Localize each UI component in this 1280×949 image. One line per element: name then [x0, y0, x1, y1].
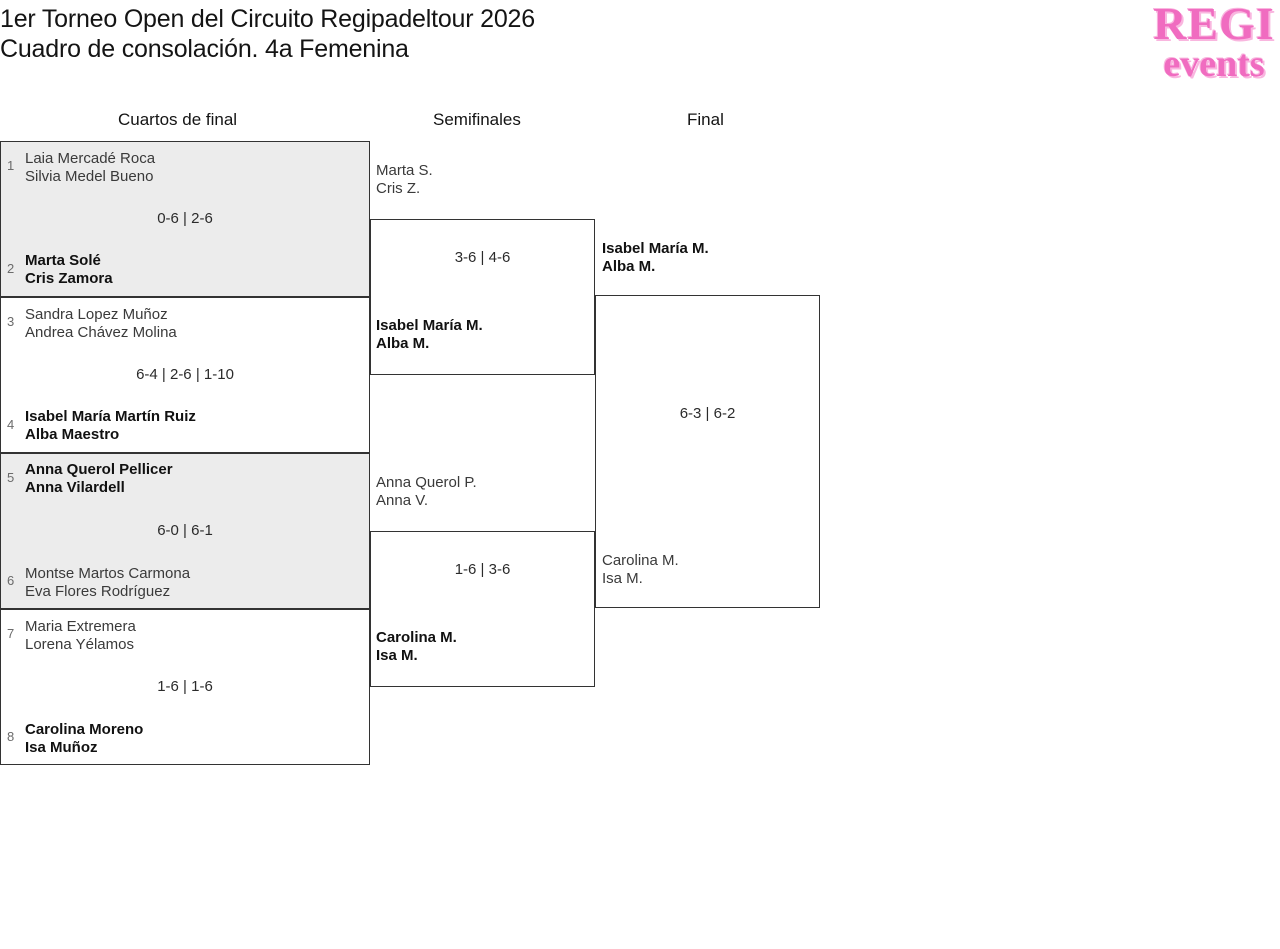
- team-qf-1-bottom: Marta Solé Cris Zamora: [25, 252, 113, 288]
- player-name: Montse Martos Carmona: [25, 565, 191, 582]
- player-name: Anna V.: [376, 492, 428, 509]
- team-sf-2-top: Anna Querol P. Anna V.: [376, 474, 477, 510]
- player-name: Isabel María M.: [376, 317, 483, 334]
- score-qf-2: 6-4 | 2-6 | 1-10: [136, 366, 234, 383]
- player-name: Sandra Lopez Muñoz: [25, 306, 168, 323]
- player-name: Cris Z.: [376, 180, 421, 197]
- player-name: Marta S.: [376, 162, 433, 179]
- player-name: Isa M.: [376, 647, 418, 664]
- score-qf-4: 1-6 | 1-6: [157, 678, 213, 695]
- regi-events-logo: REGI events: [1148, 0, 1280, 84]
- round-header-semifinals: Semifinales: [433, 110, 521, 129]
- page-title: 1er Torneo Open del Circuito Regipadelto…: [0, 4, 900, 64]
- seed-number: 5: [7, 470, 15, 485]
- logo-events-text: events: [1163, 43, 1265, 85]
- seed-number: 6: [7, 573, 15, 588]
- player-name: Alba Maestro: [25, 426, 120, 443]
- player-name: Carolina M.: [602, 552, 679, 569]
- player-name: Isabel María M.: [602, 240, 709, 257]
- title-line-2: Cuadro de consolación. 4a Femenina: [0, 35, 409, 63]
- seed-number: 1: [7, 158, 15, 173]
- player-name: Anna Querol P.: [376, 474, 477, 491]
- team-sf-1-bottom: Isabel María M. Alba M.: [376, 317, 483, 353]
- score-qf-3: 6-0 | 6-1: [157, 522, 213, 539]
- team-qf-4-top: Maria Extremera Lorena Yélamos: [25, 618, 136, 654]
- match-box-qf-2[interactable]: [0, 297, 370, 453]
- seed-number: 7: [7, 626, 15, 641]
- player-name: Lorena Yélamos: [25, 636, 134, 653]
- player-name: Anna Querol Pellicer: [25, 461, 173, 478]
- score-final: 6-3 | 6-2: [679, 405, 736, 422]
- round-header-quarterfinals: Cuartos de final: [118, 110, 238, 129]
- team-qf-2-top: Sandra Lopez Muñoz Andrea Chávez Molina: [25, 306, 177, 342]
- player-name: Silvia Medel Bueno: [25, 168, 154, 185]
- player-name: Isabel María Martín Ruiz: [25, 408, 196, 425]
- player-name: Carolina Moreno: [25, 721, 144, 738]
- player-name: Alba M.: [602, 258, 656, 275]
- player-name: Andrea Chávez Molina: [25, 324, 177, 341]
- player-name: Cris Zamora: [25, 270, 113, 287]
- seed-number: 8: [7, 729, 15, 744]
- team-qf-1-top: Laia Mercadé Roca Silvia Medel Bueno: [25, 150, 155, 186]
- team-qf-4-bottom: Carolina Moreno Isa Muñoz: [25, 721, 143, 757]
- player-name: Isa Muñoz: [25, 739, 98, 756]
- score-sf-2: 1-6 | 3-6: [454, 561, 511, 578]
- score-sf-1: 3-6 | 4-6: [454, 249, 511, 266]
- seed-number: 2: [7, 261, 15, 276]
- team-qf-3-top: Anna Querol Pellicer Anna Vilardell: [25, 461, 173, 497]
- player-name: Isa M.: [602, 570, 643, 587]
- player-name: Carolina M.: [376, 629, 457, 646]
- team-final-bottom: Carolina M. Isa M.: [602, 552, 679, 588]
- match-box-qf-3[interactable]: [0, 453, 370, 609]
- team-sf-2-bottom: Carolina M. Isa M.: [376, 629, 457, 665]
- match-box-final[interactable]: [595, 295, 820, 608]
- player-name: Marta Solé: [25, 252, 101, 269]
- team-qf-3-bottom: Montse Martos Carmona Eva Flores Rodrígu…: [25, 565, 190, 601]
- team-sf-1-top: Marta S. Cris Z.: [376, 162, 433, 198]
- match-box-qf-4[interactable]: [0, 609, 370, 765]
- player-name: Maria Extremera: [25, 618, 136, 635]
- team-qf-2-bottom: Isabel María Martín Ruiz Alba Maestro: [25, 408, 196, 444]
- score-qf-1: 0-6 | 2-6: [157, 210, 213, 227]
- seed-number: 4: [7, 417, 15, 432]
- player-name: Alba M.: [376, 335, 430, 352]
- match-box-qf-1[interactable]: [0, 141, 370, 297]
- match-box-sf-2[interactable]: [370, 531, 595, 687]
- match-box-sf-1[interactable]: [370, 219, 595, 375]
- round-header-final: Final: [687, 110, 724, 129]
- logo-regi-text: REGI: [1153, 0, 1275, 49]
- team-final-top: Isabel María M. Alba M.: [602, 240, 709, 276]
- player-name: Anna Vilardell: [25, 479, 125, 496]
- seed-number: 3: [7, 314, 15, 329]
- title-line-1: 1er Torneo Open del Circuito Regipadelto…: [0, 5, 535, 33]
- player-name: Laia Mercadé Roca: [25, 150, 156, 167]
- player-name: Eva Flores Rodríguez: [25, 583, 171, 600]
